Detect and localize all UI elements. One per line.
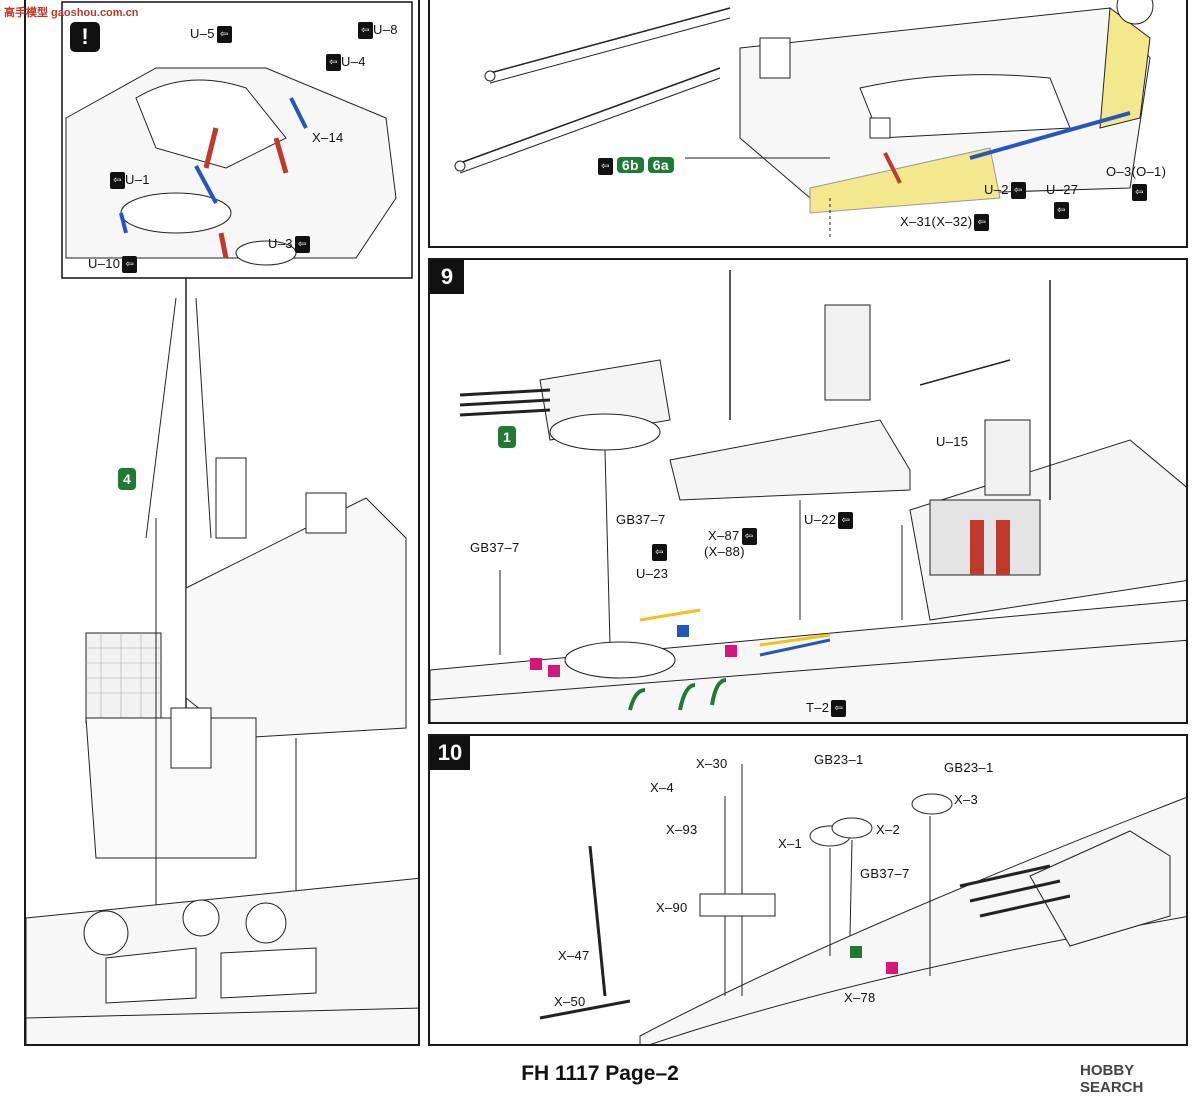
top-right-panel: ⇦ 6b 6a U–2⇦ U–27 ⇦ O–3(O–1) ⇦ X–31(X–32… — [428, 0, 1188, 248]
attach-icon: ⇦ — [1132, 184, 1147, 202]
step-number: 9 — [430, 260, 464, 294]
label-gb37-7-mid: GB37–7 — [616, 512, 666, 527]
attach-icon: ⇦ — [1054, 202, 1069, 220]
label-gb23-1-right: GB23–1 — [944, 760, 994, 775]
badge-group-6: ⇦ 6b 6a — [596, 154, 674, 176]
attach-icon: ⇦ — [831, 700, 847, 718]
label-x78: X–78 — [844, 990, 876, 1005]
attach-icon: ⇦ — [741, 528, 757, 546]
label-x47: X–47 — [558, 948, 590, 963]
label-gb23-1-left: GB23–1 — [814, 752, 864, 767]
left-panel: ! U–5⇦ ⇦U–8 ⇦U–4 X–14 ⇦U–1 U–3⇦ U–10⇦ 4 — [24, 0, 420, 1046]
label-x3: X–3 — [954, 792, 979, 807]
label-u10: U–10⇦ — [88, 256, 138, 274]
label-t2: T–2⇦ — [806, 700, 847, 718]
attach-icon: ⇦ — [1010, 182, 1026, 200]
label-x2: X–2 — [876, 822, 901, 837]
label-u27: U–27 — [1046, 182, 1079, 197]
label-x90: X–90 — [656, 900, 688, 915]
left-drawing — [26, 1, 418, 1044]
attach-icon: ⇦ — [122, 256, 138, 274]
attach-icon: ⇦ — [110, 172, 125, 190]
attach-icon: ⇦ — [974, 214, 990, 232]
label-x30: X–30 — [696, 756, 728, 771]
attach-icon: ⇦ — [326, 54, 341, 72]
label-x87: X–87⇦ — [708, 528, 757, 546]
attach-icon: ⇦ — [598, 158, 613, 176]
label-x14: X–14 — [312, 130, 344, 145]
label-u2: U–2⇦ — [984, 182, 1026, 200]
label-x1: X–1 — [778, 836, 803, 851]
step-ref-badge: 1 — [498, 426, 516, 448]
label-gb37-7: GB37–7 — [860, 866, 910, 881]
label-x4: X–4 — [650, 780, 675, 795]
label-u23: U–23 — [636, 566, 669, 581]
attach-u27: ⇦ — [1052, 202, 1069, 220]
badge-6b: 6b — [616, 157, 644, 173]
label-x50: X–50 — [554, 994, 586, 1009]
top-right-drawing — [454, 0, 1154, 238]
label-u5: U–5⇦ — [190, 26, 232, 44]
label-u1: ⇦U–1 — [108, 172, 150, 190]
step-10-panel: 10 X–30 GB23–1 GB23–1 X–4 X–3 X–93 X–1 X… — [428, 734, 1188, 1046]
label-gb37-7-left: GB37–7 — [470, 540, 520, 555]
label-x88: (X–88) — [704, 544, 745, 559]
attach-icon: ⇦ — [652, 544, 667, 562]
step-ref-badge: 4 — [118, 468, 136, 490]
step-10-drawing — [539, 764, 1186, 1044]
label-x31: X–31(X–32)⇦ — [900, 214, 990, 232]
attach-o3: ⇦ — [1130, 184, 1147, 202]
warning-icon: ! — [70, 22, 100, 52]
label-x93: X–93 — [666, 822, 698, 837]
attach-icon: ⇦ — [838, 512, 854, 530]
badge-6a: 6a — [647, 157, 674, 173]
label-u4: ⇦U–4 — [324, 54, 366, 72]
step-number: 10 — [430, 736, 470, 770]
step-9-drawing — [430, 270, 1186, 722]
label-o3: O–3(O–1) — [1106, 164, 1167, 179]
attach-icon: ⇦ — [358, 22, 373, 40]
attach-u23: ⇦ — [650, 544, 667, 562]
watermark-top-left: 高手模型 gaoshou.com.cn — [4, 7, 139, 19]
label-u15: U–15 — [936, 434, 969, 449]
page-footer: FH 1117 Page–2 — [521, 1062, 679, 1085]
attach-icon: ⇦ — [294, 236, 310, 254]
label-u22: U–22⇦ — [804, 512, 854, 530]
step-9-panel: 9 — [428, 258, 1188, 724]
attach-icon: ⇦ — [216, 26, 232, 44]
label-u8: ⇦U–8 — [356, 22, 398, 40]
label-u3: U–3⇦ — [268, 236, 310, 254]
